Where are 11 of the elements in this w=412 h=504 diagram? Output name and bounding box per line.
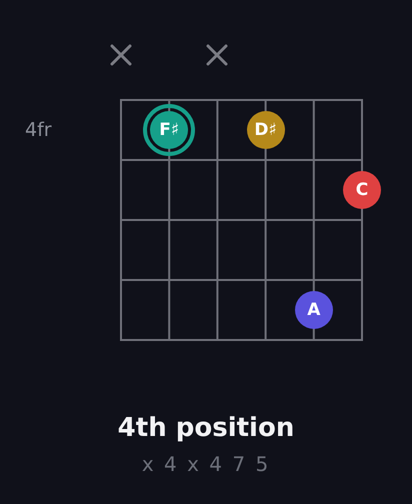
root-note-dot — [143, 104, 196, 156]
note-name: A — [307, 302, 320, 318]
chord-title: 4th position — [118, 412, 294, 445]
note-dot — [246, 111, 285, 149]
note-name: D♯ — [254, 122, 277, 138]
note-name: C — [356, 182, 368, 198]
fingering-caption: x 4 x 4 7 5 — [142, 451, 270, 477]
note-dot — [294, 291, 333, 329]
fret-number: 4fr — [25, 118, 52, 142]
note-dot — [343, 171, 381, 209]
note-name: F♯ — [159, 122, 180, 138]
